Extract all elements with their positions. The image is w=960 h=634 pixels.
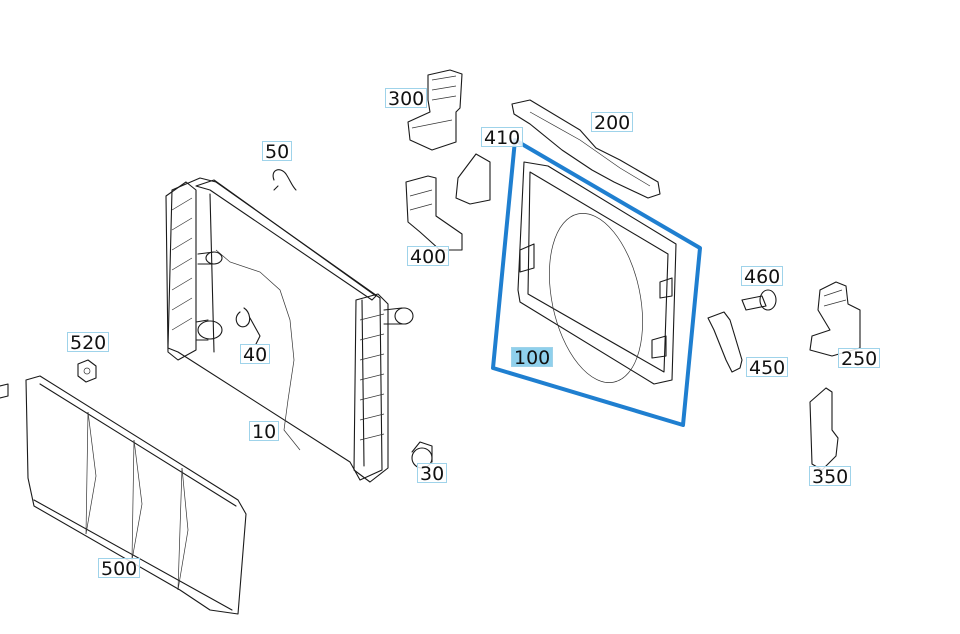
callout-300-text: 300: [388, 88, 425, 110]
callout-520[interactable]: 520: [67, 332, 110, 354]
callout-460-text: 460: [744, 266, 781, 288]
callout-50[interactable]: 50: [262, 141, 293, 163]
part-40-drawing: [235, 307, 261, 345]
callout-40[interactable]: 40: [240, 344, 271, 366]
callout-460[interactable]: 460: [741, 266, 784, 288]
callout-40-text: 40: [243, 344, 268, 366]
part-50-drawing: [272, 169, 297, 191]
callout-250-text: 250: [841, 348, 878, 370]
callout-400[interactable]: 400: [407, 246, 450, 268]
part-10-drawing: [165, 177, 414, 483]
callout-50-text: 50: [265, 141, 290, 163]
callout-520-text: 520: [70, 332, 107, 354]
callout-450[interactable]: 450: [746, 357, 789, 379]
part-100-drawing: [517, 161, 677, 385]
callout-500[interactable]: 500: [98, 558, 141, 580]
callout-350[interactable]: 350: [809, 466, 852, 488]
part-350-drawing: [809, 387, 839, 471]
part-460-drawing: [741, 289, 777, 311]
part-200-drawing: [511, 99, 661, 199]
part-410-drawing: [455, 153, 491, 205]
callout-30-text: 30: [420, 463, 445, 485]
part-300-drawing: [407, 69, 463, 151]
callout-350-text: 350: [812, 466, 849, 488]
part-520-drawing: [77, 359, 97, 383]
selection-outline-100: [491, 138, 702, 427]
callout-410-text: 410: [484, 127, 521, 149]
callout-200-text: 200: [594, 112, 631, 134]
callout-100[interactable]: 100: [511, 347, 554, 369]
callout-10-text: 10: [252, 421, 277, 443]
callout-30[interactable]: 30: [417, 463, 448, 485]
callout-200[interactable]: 200: [591, 112, 634, 134]
callout-10[interactable]: 10: [249, 421, 280, 443]
callout-250[interactable]: 250: [838, 348, 881, 370]
callout-100-text: 100: [514, 347, 551, 369]
callout-300[interactable]: 300: [385, 88, 428, 110]
callout-410[interactable]: 410: [481, 127, 524, 149]
callout-450-text: 450: [749, 357, 786, 379]
part-250-drawing: [809, 281, 861, 357]
callout-400-text: 400: [410, 246, 447, 268]
callout-500-text: 500: [101, 558, 138, 580]
part-500-drawing: [0, 375, 247, 615]
part-450-drawing: [707, 311, 743, 373]
part-400-drawing: [405, 175, 463, 251]
